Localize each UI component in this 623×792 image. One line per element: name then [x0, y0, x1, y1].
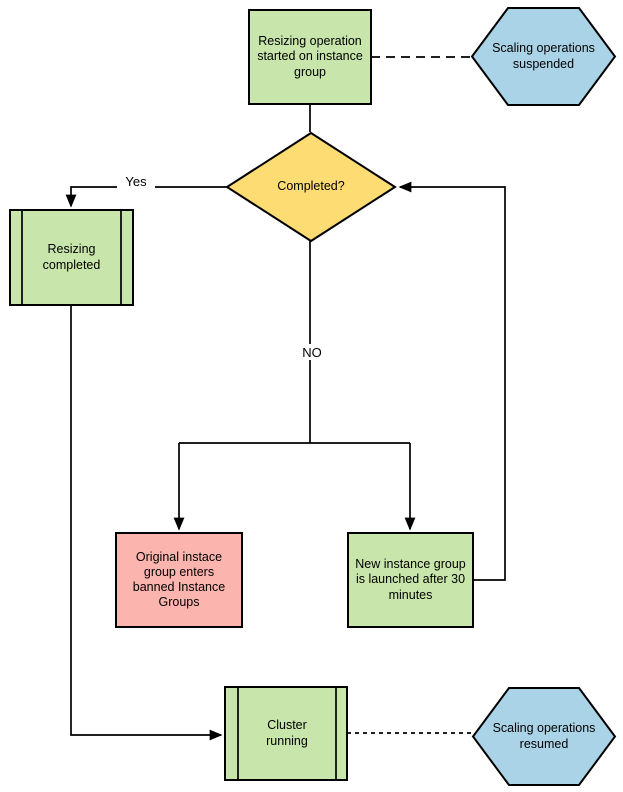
cluster-running-box: [224, 686, 348, 781]
resizing-completed-box: [9, 209, 134, 306]
edge-decision-yes: [65, 186, 227, 208]
cluster-running-rect: [224, 686, 348, 781]
new-group-box: [347, 532, 474, 628]
banned-groups-box: [115, 532, 243, 628]
completed-decision-diamond: [225, 131, 397, 243]
scaling-suspended-hexagon: [470, 7, 617, 106]
edge-newgroup-to-decision: [398, 181, 506, 581]
resizing-completed-rect: [9, 209, 134, 306]
resize-start-box: [248, 9, 372, 105]
edge-resized-to-cluster: [70, 305, 223, 741]
scaling-resumed-hexagon: [471, 687, 617, 786]
